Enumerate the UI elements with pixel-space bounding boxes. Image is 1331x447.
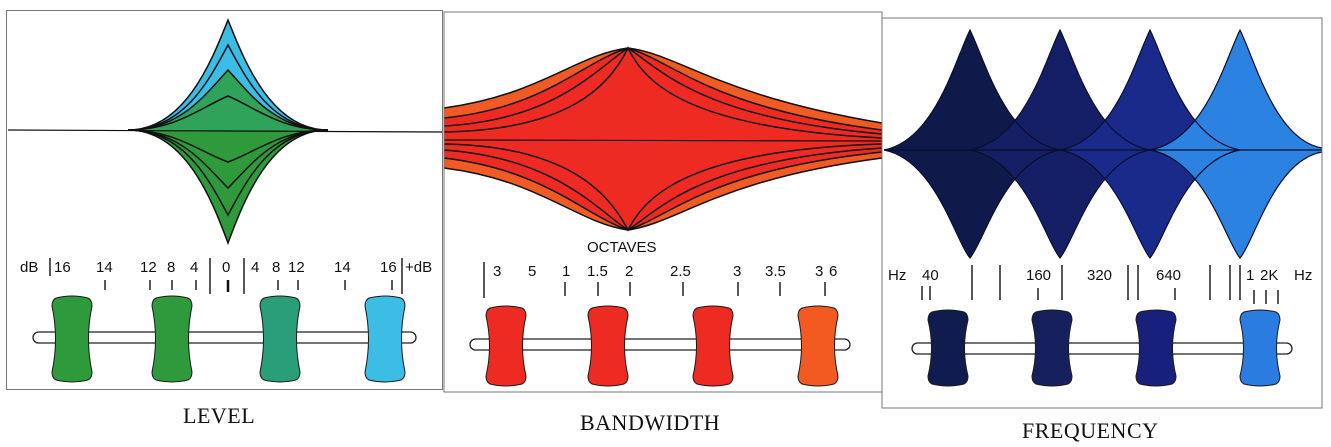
frequency-slider-track [912,343,1292,354]
bandwidth-slider-knob-4[interactable] [798,306,838,386]
level-slider-track [33,332,416,343]
level-label-14-left: 14 [96,259,113,276]
level-slider-knob-4[interactable] [365,296,405,382]
bandwidth-label-7: 3 [733,263,741,280]
frequency-label-2k: 2K [1260,267,1278,284]
bandwidth-red-region [444,48,882,230]
level-label-16-left: 16 [54,259,71,276]
bandwidth-label-1: 3 [493,263,501,280]
frequency-slider-knob-4[interactable] [1240,310,1280,386]
bandwidth-curves [444,48,882,230]
level-slider-knob-3[interactable] [260,296,300,382]
frequency-title: FREQUENCY [1022,418,1159,444]
bandwidth-slider-knob-1[interactable] [486,306,526,386]
level-slider-knob-1[interactable] [52,296,92,382]
frequency-curves [884,30,1322,258]
frequency-slider-knob-3[interactable] [1136,310,1176,386]
frequency-label-hz-left: Hz [888,267,906,284]
level-label-12-right: 12 [288,259,305,276]
bandwidth-label-9: 3 [815,263,823,280]
bandwidth-label-2: 5 [528,263,536,280]
bandwidth-label-10: 6 [829,263,837,280]
level-label-0: 0 [222,259,230,276]
frequency-slider-knob-1[interactable] [928,310,968,386]
level-label-4-right: 4 [251,259,259,276]
level-label-16-right: 16 [380,259,397,276]
bandwidth-title: BANDWIDTH [580,410,720,436]
level-label-14-right: 14 [334,259,351,276]
frequency-label-640: 640 [1156,267,1181,284]
bandwidth-unit-label: OCTAVES [587,239,656,256]
frequency-slider-knob-2[interactable] [1032,310,1072,386]
frequency-band-4 [1150,30,1322,258]
level-scale-labels: dB 16 14 12 8 4 0 4 8 12 14 16 +dB [20,259,432,276]
level-label-db-plus: +dB [405,259,432,276]
level-title: LEVEL [183,403,255,429]
level-label-8-left: 8 [167,259,175,276]
bandwidth-label-4: 1.5 [587,263,608,280]
bandwidth-slider-knob-3[interactable] [693,306,733,386]
bandwidth-label-8: 3.5 [765,263,786,280]
frequency-label-320: 320 [1087,267,1112,284]
bandwidth-label-6: 2.5 [670,263,691,280]
frequency-label-1: 1 [1246,267,1254,284]
frequency-scale-labels: Hz 40 160 320 640 1 2K Hz [888,267,1312,284]
bandwidth-label-3: 1 [562,263,570,280]
level-label-db-minus: dB [20,259,38,276]
bandwidth-label-5: 2 [625,263,633,280]
frequency-label-hz-right: Hz [1294,267,1312,284]
level-label-8-right: 8 [272,259,280,276]
frequency-label-40: 40 [922,267,939,284]
bandwidth-slider-track [470,339,850,350]
level-curves [8,20,442,243]
frequency-label-160: 160 [1026,267,1051,284]
level-label-4-left: 4 [190,259,198,276]
level-slider-knob-2[interactable] [152,296,192,382]
level-cut-green-region [128,130,328,243]
level-boost-green-region [128,70,328,130]
bandwidth-slider-knob-2[interactable] [588,306,628,386]
level-label-12-left: 12 [140,259,157,276]
bandwidth-scale-labels: 3 5 1 1.5 2 2.5 3 3.5 3 6 [493,263,837,280]
